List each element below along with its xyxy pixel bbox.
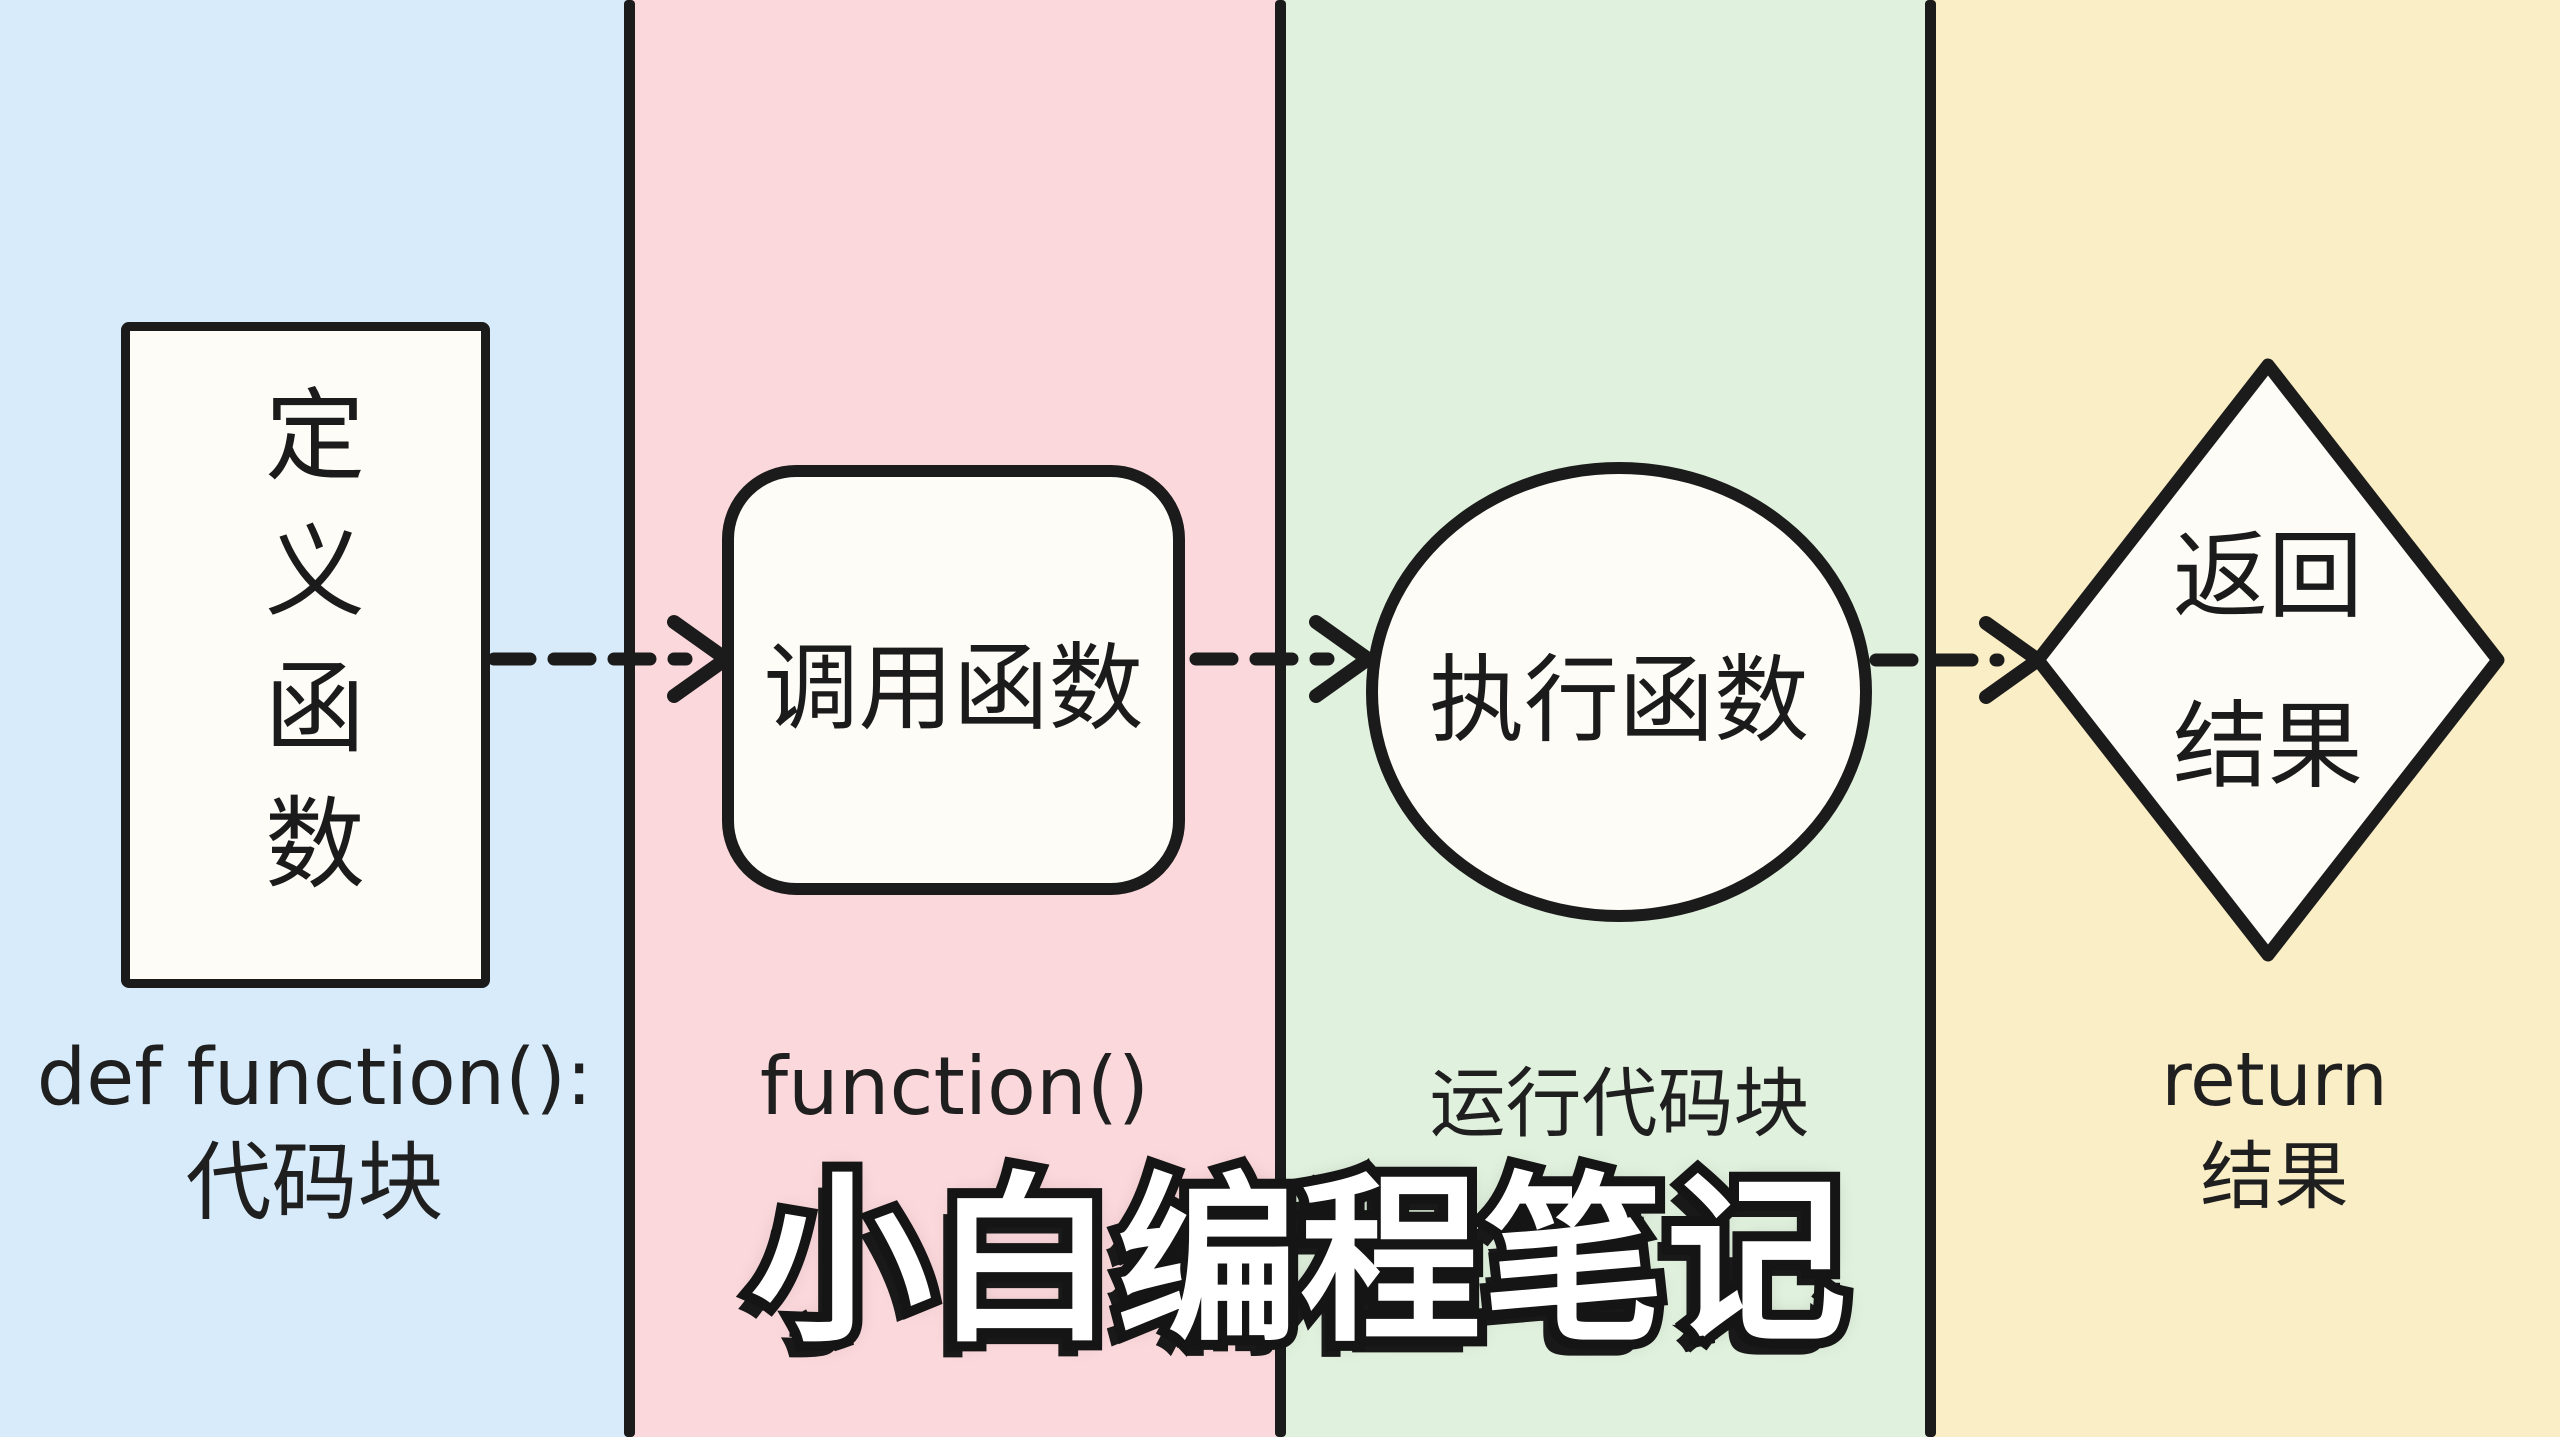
node-execute-ellipse: 执行函数 [1366,462,1872,922]
page-title-outline: 小白编程笔记 [741,1152,1857,1371]
column-divider [1925,0,1936,1437]
caption-return-result: 结果 [2200,1133,2349,1220]
page-title-text: 小白编程笔记 [751,1156,1849,1367]
node-return-label-line1: 返回 [2172,522,2363,632]
caption-define-code: def function(): [36,1033,593,1123]
caption-call-code: function() [759,1040,1150,1133]
caption-call: function() [629,1040,1280,1133]
node-call-rounded-rectangle: 调用函数 [722,465,1185,895]
column-divider [624,0,635,1437]
node-return-label-line2: 结果 [2172,692,2363,802]
caption-define: def function(): 代码块 [0,1033,629,1233]
caption-return: return 结果 [1960,1037,2560,1220]
node-return-label: 返回 结果 [2038,492,2498,832]
node-call-label: 调用函数 [763,633,1144,744]
page-title: 小白编程笔记 小白编程笔记 [700,1152,1900,1412]
caption-execute: 运行代码块 [1294,1042,1945,1152]
node-return-diamond [2031,358,2505,962]
caption-execute-text: 运行代码块 [1429,1059,1810,1148]
node-define-label: 定义函数 [247,383,365,927]
node-execute-label: 执行函数 [1428,645,1809,756]
node-define-rectangle: 定义函数 [121,322,490,988]
caption-return-code: return [2161,1037,2388,1123]
column-divider [1275,0,1286,1437]
caption-define-block: 代码块 [185,1132,444,1233]
